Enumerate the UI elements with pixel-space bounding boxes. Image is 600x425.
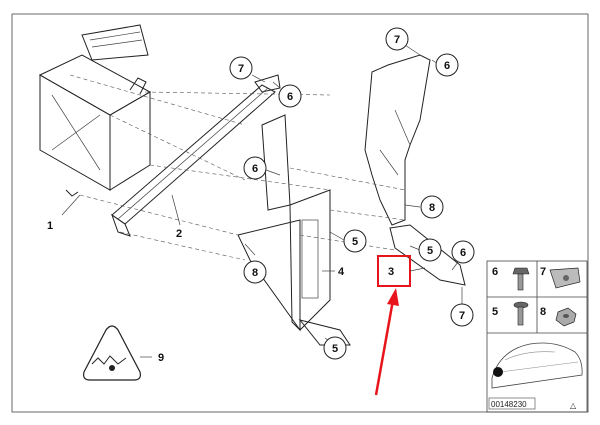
part-label-1: 1 [47, 220, 53, 232]
clip-nut-icon [549, 267, 581, 289]
part-label-2: 2 [176, 228, 182, 240]
diagram-frame [11, 13, 589, 413]
part-1-control-unit [38, 24, 152, 197]
callout-8-right: 8 [404, 195, 444, 219]
svg-text:7: 7 [459, 310, 465, 322]
svg-text:5: 5 [332, 343, 338, 355]
callout-5-right: 5 [409, 238, 442, 262]
svg-text:7: 7 [238, 63, 244, 75]
part-label-3: 3 [388, 266, 394, 278]
diagram-code: 00148230 [491, 400, 527, 409]
part-label-9: 9 [158, 352, 164, 364]
legend-label-5: 5 [492, 306, 498, 318]
triangle-mark: △ [570, 401, 577, 410]
callout-6-right: 6 [451, 240, 475, 271]
legend-label-6: 6 [492, 266, 498, 278]
svg-text:6: 6 [287, 91, 293, 103]
svg-text:6: 6 [252, 163, 258, 175]
svg-text:8: 8 [429, 202, 435, 214]
callout-7-top-left: 7 [229, 56, 266, 83]
svg-text:8: 8 [252, 267, 258, 279]
svg-text:7: 7 [394, 34, 400, 46]
callout-5-bottom: 5 [323, 336, 347, 360]
screw-icon [513, 301, 529, 326]
hex-nut-icon [555, 307, 577, 327]
car-location-icon [491, 342, 583, 389]
svg-text:5: 5 [352, 236, 358, 248]
legend-label-7: 7 [540, 266, 546, 278]
fastener-legend: 6 7 5 8 00148230 △ [486, 260, 588, 413]
svg-text:6: 6 [460, 247, 466, 259]
part-3-vertical-bracket [364, 54, 466, 286]
warning-symbol-icon [109, 365, 115, 371]
svg-text:5: 5 [427, 245, 433, 257]
part-9-warning-label [83, 325, 141, 381]
callout-6-middle: 6 [243, 156, 281, 180]
part-label-4: 4 [338, 266, 345, 278]
callout-5-middle: 5 [329, 229, 367, 253]
highlight-arrow [374, 288, 399, 396]
svg-text:6: 6 [444, 60, 450, 72]
part-4-frame-bracket [237, 114, 351, 346]
bolt-icon [512, 267, 530, 291]
callout-7-top-right: 7 [385, 27, 421, 56]
legend-label-8: 8 [540, 306, 546, 318]
callout-8-left: 8 [243, 243, 267, 284]
callout-6-top: 6 [272, 81, 302, 108]
callout-7-right-bottom: 7 [450, 287, 474, 327]
callout-6-top-right: 6 [431, 53, 459, 77]
